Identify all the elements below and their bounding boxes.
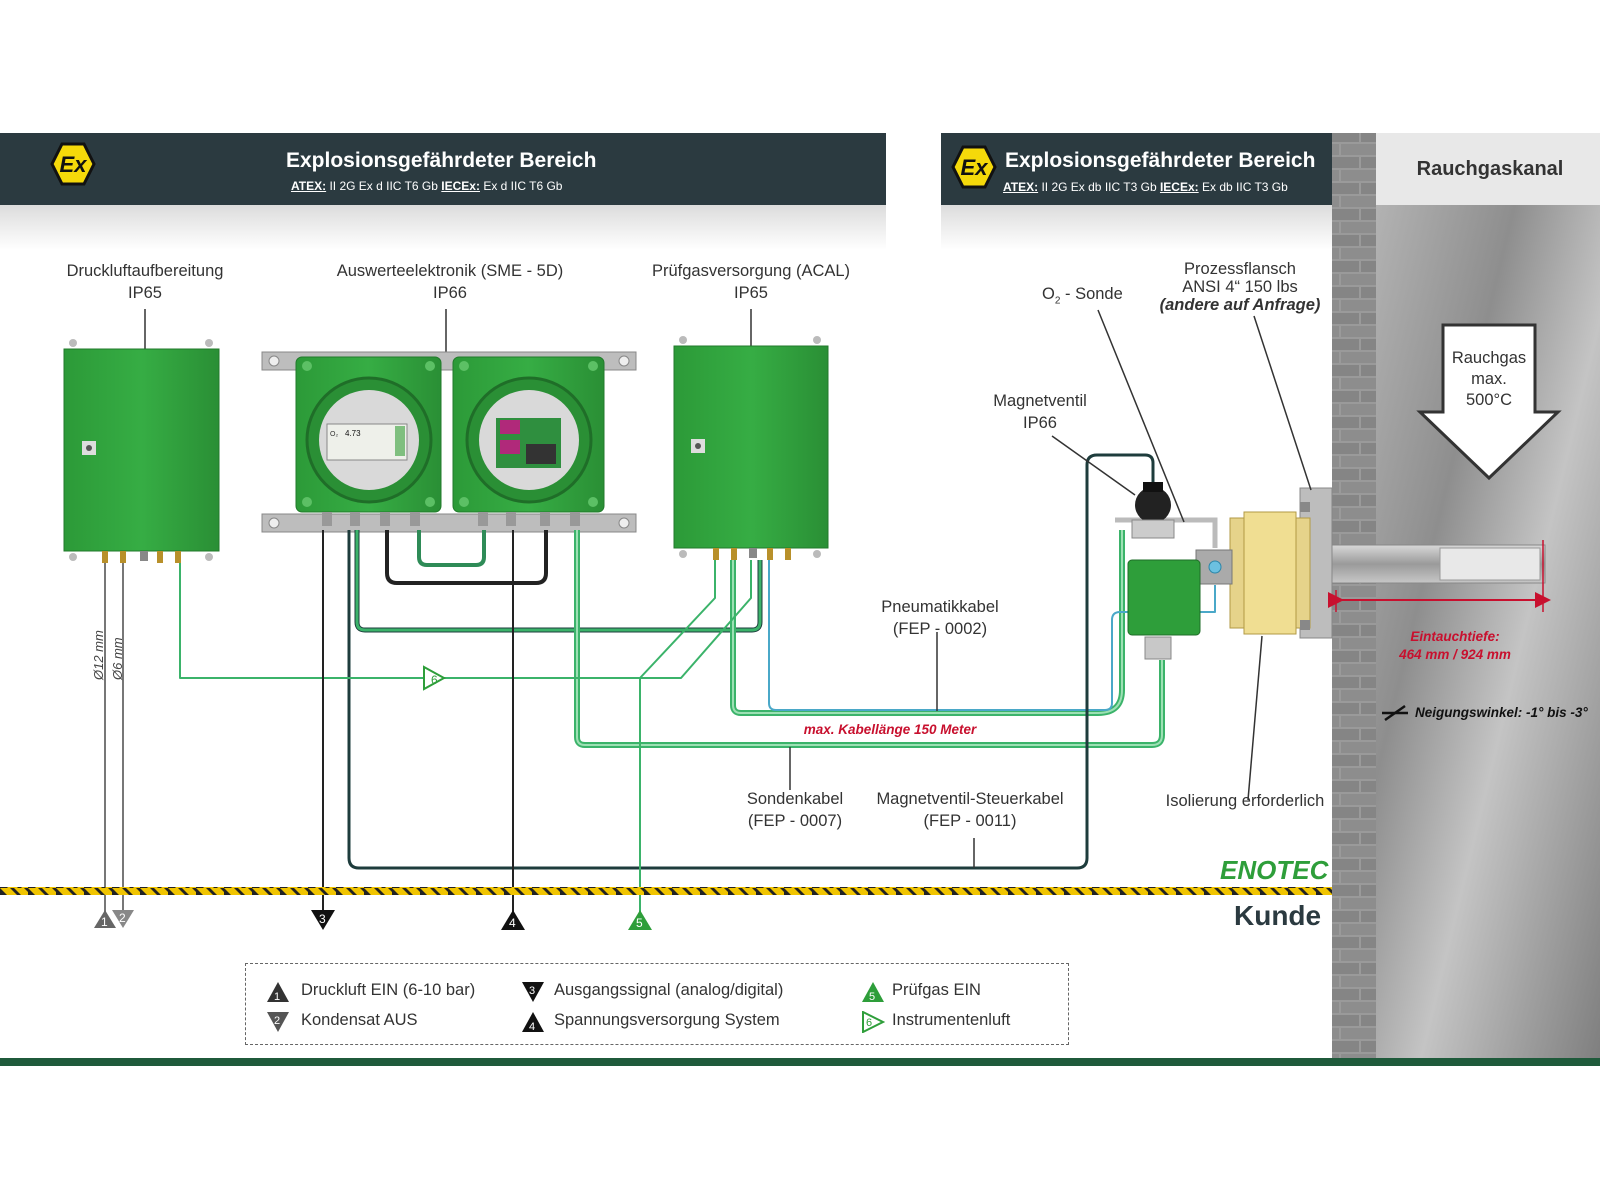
header-left-certs: ATEX: II 2G Ex d IIC T6 Gb IECEx: Ex d I… bbox=[291, 179, 563, 193]
svg-text:3: 3 bbox=[529, 985, 535, 997]
eintauchtiefe-label: Eintauchtiefe:464 mm / 924 mm bbox=[1399, 629, 1511, 662]
header-right: Ex Explosionsgefährdeter Bereich ATEX: I… bbox=[941, 133, 1332, 205]
neigung-label: Neigungswinkel: -1° bis -3° bbox=[1415, 705, 1588, 720]
cable-routing bbox=[104, 453, 1216, 918]
legend-marker-2-icon: 2 bbox=[267, 1012, 289, 1032]
header-right-title: Explosionsgefährdeter Bereich bbox=[1005, 149, 1316, 172]
legend-text-4: Spannungsversorgung System bbox=[554, 1011, 780, 1029]
ex-badge-icon: Ex bbox=[951, 145, 997, 189]
legend-marker-6-icon: 6 bbox=[862, 1011, 885, 1033]
pneumatik-label: Pneumatikkabel(FEP - 0002) bbox=[881, 598, 999, 638]
auswerte-label: Auswerteelektronik (SME - 5D)IP66 bbox=[336, 262, 564, 302]
tube-6-label: Ø6 mm bbox=[110, 637, 125, 681]
legend-text-3: Ausgangssignal (analog/digital) bbox=[554, 981, 784, 999]
legend-text-6: Instrumentenluft bbox=[892, 1011, 1011, 1029]
tube-12-label: Ø12 mm bbox=[91, 630, 106, 681]
svg-text:2: 2 bbox=[119, 911, 126, 925]
header-left-title: Explosionsgefährdeter Bereich bbox=[286, 149, 597, 172]
marker-2-icon: 2 bbox=[112, 910, 134, 928]
svg-text:5: 5 bbox=[869, 991, 875, 1003]
leader-lines bbox=[1051, 309, 1312, 801]
marker-4-icon: 4 bbox=[501, 910, 525, 930]
legend-marker-1-icon: 1 bbox=[267, 982, 289, 1003]
marker-6-arrow: 6 bbox=[423, 665, 447, 691]
flansch-label: Prozessflansch ANSI 4“ 150 lbs (andere a… bbox=[1159, 260, 1321, 314]
svg-text:4: 4 bbox=[509, 916, 516, 930]
sondenkabel-label: Sondenkabel(FEP - 0007) bbox=[746, 790, 844, 830]
pruefgas-enclosure bbox=[673, 309, 829, 560]
marker-1-icon: 1 bbox=[94, 910, 116, 929]
legend-marker-4-icon: 4 bbox=[522, 1012, 544, 1033]
marker-3-icon: 3 bbox=[311, 910, 335, 930]
sonde-label: O2 - Sonde bbox=[1042, 285, 1123, 307]
chimney-header bbox=[1376, 133, 1600, 205]
svg-text:Ex: Ex bbox=[961, 155, 989, 180]
kunde-label: Kunde bbox=[1234, 900, 1322, 931]
legend-marker-3-icon: 3 bbox=[522, 982, 544, 1002]
druckluft-enclosure bbox=[63, 309, 220, 563]
legend-box: 1 Druckluft EIN (6-10 bar) 2 Kondensat A… bbox=[245, 963, 1069, 1045]
magnet-steuerkabel-label: Magnetventil-Steuerkabel(FEP - 0011) bbox=[876, 790, 1064, 830]
auswerte-enclosure: O₂ 4.73 bbox=[261, 309, 637, 533]
header-right-certs: ATEX: II 2G Ex db IIC T3 Gb IECEx: Ex db… bbox=[1003, 180, 1288, 194]
enotec-label: ENOTEC bbox=[1220, 855, 1329, 885]
ex-badge-icon: Ex bbox=[50, 142, 96, 186]
header-left: Ex Explosionsgefährdeter Bereich ATEX: I… bbox=[0, 133, 886, 205]
bottom-bar bbox=[0, 1058, 1600, 1066]
chimney-smoke bbox=[1376, 133, 1600, 1058]
svg-text:5: 5 bbox=[636, 916, 643, 930]
header-left-shade bbox=[0, 205, 886, 250]
svg-text:6: 6 bbox=[866, 1017, 872, 1029]
max-length-label: max. Kabellänge 150 Meter bbox=[803, 722, 977, 737]
header-right-shade bbox=[941, 205, 1332, 250]
probe-assembly bbox=[1115, 482, 1546, 660]
svg-text:Ex: Ex bbox=[60, 152, 88, 177]
svg-text:6: 6 bbox=[431, 673, 438, 687]
svg-text:1: 1 bbox=[274, 991, 280, 1003]
svg-text:3: 3 bbox=[319, 912, 326, 926]
legend-text-1: Druckluft EIN (6-10 bar) bbox=[301, 981, 476, 999]
svg-text:2: 2 bbox=[274, 1015, 280, 1027]
brick-wall bbox=[1332, 133, 1376, 1058]
svg-text:1: 1 bbox=[101, 915, 108, 929]
legend-text-5: Prüfgas EIN bbox=[892, 981, 981, 999]
smoke-arrow-line2: max. bbox=[1471, 370, 1507, 388]
boundary-hazard-stripe bbox=[0, 887, 1332, 895]
legend-marker-5-icon: 5 bbox=[862, 982, 884, 1003]
pruefgas-label: Prüfgasversorgung (ACAL)IP65 bbox=[651, 262, 851, 302]
svg-text:4: 4 bbox=[529, 1021, 535, 1033]
eintauchtiefe-dimension bbox=[1328, 540, 1551, 612]
legend-text-2: Kondensat AUS bbox=[301, 1011, 418, 1029]
smoke-direction-arrow bbox=[1416, 323, 1562, 481]
display-unit: O₂ bbox=[330, 431, 338, 438]
marker-5-icon: 5 bbox=[628, 910, 652, 930]
isolierung-label: Isolierung erforderlich bbox=[1165, 792, 1325, 810]
display-value: 4.73 bbox=[345, 429, 361, 438]
rauchgaskanal-title: Rauchgaskanal bbox=[1417, 158, 1564, 180]
smoke-arrow-line1: Rauchgas bbox=[1452, 349, 1526, 367]
angle-icon bbox=[1382, 704, 1408, 722]
smoke-arrow-line3: 500°C bbox=[1466, 391, 1512, 409]
